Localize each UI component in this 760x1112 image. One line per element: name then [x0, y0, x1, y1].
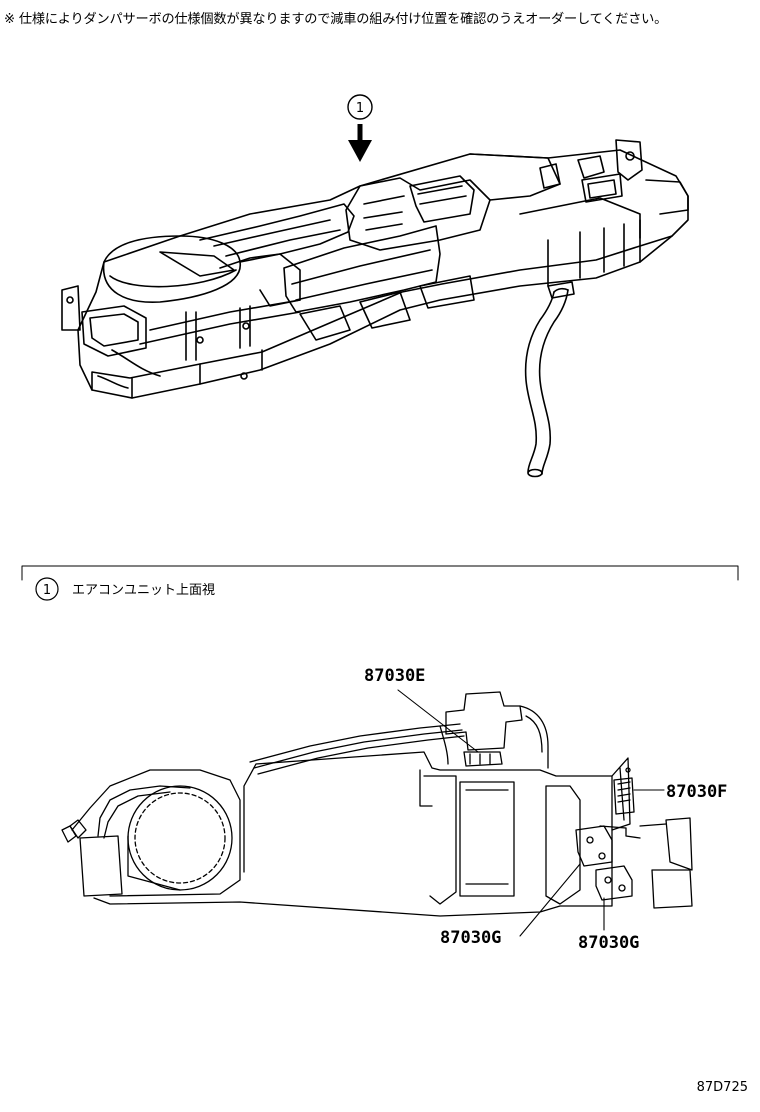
ac-unit-isometric: [61, 139, 689, 478]
leader-lines: [397, 689, 665, 937]
part-number-87030e: 87030E: [364, 666, 425, 686]
detail-number: 1: [43, 583, 51, 598]
detail-number-circle: [35, 577, 59, 601]
callout-1-number: 1: [356, 101, 364, 116]
drawing-code: 87D725: [697, 1080, 748, 1095]
note-text: ※ 仕様によりダンパサーボの仕様個数が異なりますので減車の組み付け位置を確認のう…: [4, 12, 668, 27]
ac-unit-top-view: [61, 691, 693, 917]
part-number-87030f: 87030F: [666, 782, 727, 802]
callout-1: [347, 94, 373, 120]
part-number-87030g-left: 87030G: [440, 928, 501, 948]
detail-caption: エアコンユニット上面視: [72, 583, 215, 598]
part-number-87030g-right: 87030G: [578, 933, 639, 953]
view-arrow: [348, 124, 372, 162]
detail-frame: [21, 565, 739, 581]
